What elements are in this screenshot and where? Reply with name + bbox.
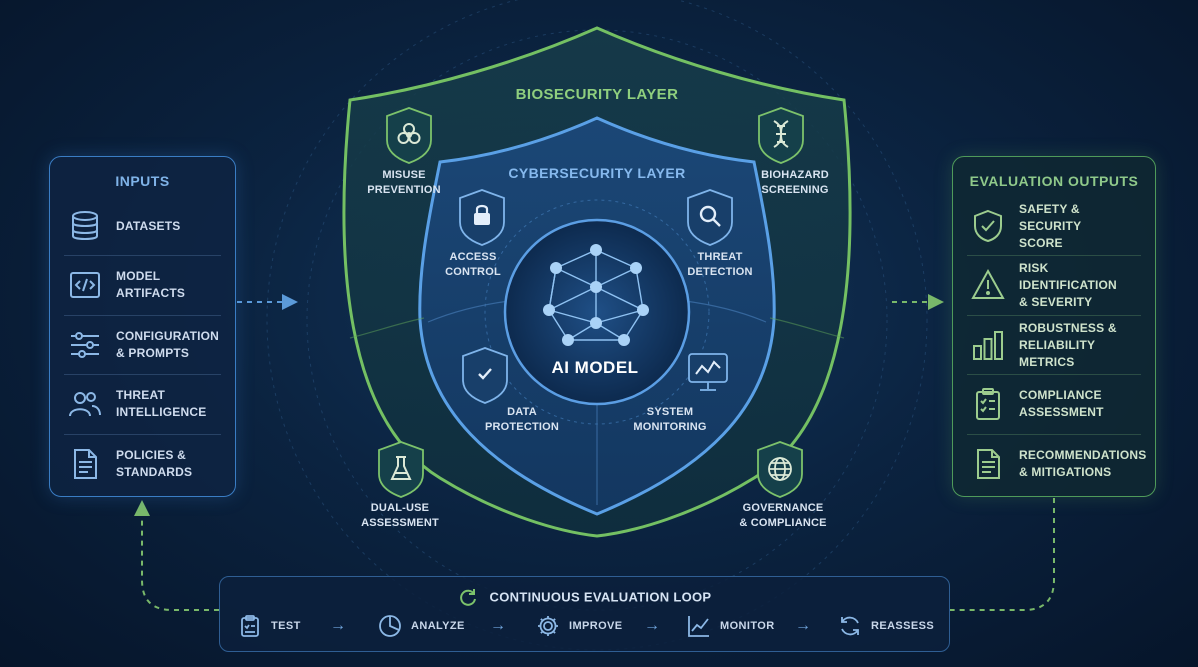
loop-arrow: →	[644, 617, 660, 634]
monitor-icon	[688, 353, 728, 391]
output-item-label: RISK IDENTIFICATION & SEVERITY	[1019, 260, 1117, 309]
clipboard-icon	[241, 615, 259, 637]
loop-title-row: CONTINUOUS EVALUATION LOOP	[220, 587, 949, 607]
input-item-policies[interactable]: POLICIES & STANDARDS	[64, 434, 221, 493]
lock-icon	[474, 204, 490, 225]
background-rings	[266, 0, 928, 651]
input-item-datasets[interactable]: DATASETS	[64, 197, 221, 255]
sliders-icon	[71, 332, 99, 358]
clipboard-icon	[976, 388, 1000, 420]
threat-detection-label: THREAT DETECTION	[687, 251, 753, 278]
data-protection-label: DATA PROTECTION	[484, 406, 560, 433]
cybersecurity-layer-title: CYBERSECURITY LAYER	[508, 165, 686, 181]
output-item-label: ROBUSTNESS & RELIABILITY METRICS	[1019, 320, 1117, 369]
loop-step-monitor[interactable]: MONITOR	[687, 613, 775, 639]
governance-compliance-label: GOVERNANCE & COMPLIANCE	[739, 502, 827, 529]
loop-step-label: MONITOR	[720, 620, 775, 632]
biohazard-icon	[397, 123, 421, 144]
access-control-label: ACCESS CONTROL	[445, 251, 501, 278]
biohazard-screening-label: BIOHAZARD SCREENING	[761, 169, 829, 196]
input-item-label: CONFIGURATION & PROMPTS	[116, 329, 220, 360]
pie-chart-icon	[379, 615, 401, 637]
loop-step-analyze[interactable]: ANALYZE	[378, 613, 465, 639]
gear-icon	[538, 616, 558, 636]
continuous-evaluation-loop: CONTINUOUS EVALUATION LOOP TEST → ANALYZ…	[219, 576, 950, 652]
loop-step-test[interactable]: TEST	[238, 613, 301, 639]
loop-arrow: →	[330, 617, 346, 634]
database-icon	[72, 211, 98, 240]
bar-chart-icon	[973, 331, 1003, 360]
input-item-label: MODEL ARTIFACTS	[116, 269, 186, 300]
neural-network-nodes	[543, 244, 649, 346]
flask-icon	[390, 456, 412, 480]
magnifier-icon	[699, 205, 721, 227]
loop-title: CONTINUOUS EVALUATION LOOP	[489, 589, 712, 605]
input-item-label: THREAT INTELLIGENCE	[116, 388, 207, 419]
output-item-safety-score[interactable]: SAFETY & SECURITY SCORE	[967, 197, 1141, 255]
input-item-configuration[interactable]: CONFIGURATION & PROMPTS	[64, 315, 221, 374]
loop-step-reassess[interactable]: REASSESS	[838, 613, 934, 639]
core-dashed-ring	[484, 199, 710, 425]
misuse-prevention-label: MISUSE PREVENTION	[367, 169, 441, 196]
biosecurity-layer-title: BIOSECURITY LAYER	[515, 86, 679, 103]
outputs-title: EVALUATION OUTPUTS	[969, 173, 1139, 189]
dna-icon	[773, 120, 789, 148]
loop-arrow: →	[490, 617, 506, 634]
inputs-title: INPUTS	[115, 173, 170, 189]
code-icon	[70, 272, 100, 298]
input-item-label: POLICIES & STANDARDS	[116, 448, 193, 479]
output-item-recommendations[interactable]: RECOMMENDATIONS & MITIGATIONS	[967, 434, 1146, 493]
output-item-label: COMPLIANCE ASSESSMENT	[1019, 388, 1104, 419]
loop-step-label: ANALYZE	[411, 620, 465, 632]
loop-step-improve[interactable]: IMPROVE	[536, 613, 623, 639]
system-monitoring-label: SYSTEM MONITORING	[633, 406, 707, 433]
shield-check-icon	[478, 368, 492, 380]
refresh-icon	[841, 616, 859, 636]
shield-check-icon	[974, 209, 1002, 243]
input-item-model-artifacts[interactable]: MODEL ARTIFACTS	[64, 255, 221, 314]
document-icon	[74, 449, 97, 479]
output-item-risk[interactable]: RISK IDENTIFICATION & SEVERITY	[967, 255, 1141, 314]
dual-use-assessment-label: DUAL-USE ASSESSMENT	[361, 502, 439, 529]
refresh-icon	[459, 589, 476, 606]
ai-model-title: AI MODEL	[551, 358, 639, 377]
output-item-label: SAFETY & SECURITY SCORE	[1019, 201, 1082, 250]
inputs-panel: INPUTS DATASETS MODEL ARTIFACTS CONFIGUR…	[49, 156, 236, 497]
connectors	[134, 294, 1055, 611]
output-item-robustness[interactable]: ROBUSTNESS & RELIABILITY METRICS	[967, 315, 1141, 374]
evaluation-outputs-panel: EVALUATION OUTPUTS SAFETY & SECURITY SCO…	[952, 156, 1156, 497]
loop-arrow: →	[795, 617, 811, 634]
output-item-label: RECOMMENDATIONS & MITIGATIONS	[1019, 448, 1147, 479]
loop-step-label: REASSESS	[871, 620, 935, 632]
users-icon	[69, 392, 101, 417]
globe-icon	[768, 457, 792, 481]
output-item-compliance[interactable]: COMPLIANCE ASSESSMENT	[967, 374, 1141, 433]
loop-step-label: IMPROVE	[569, 620, 623, 632]
document-icon	[977, 449, 1000, 479]
loop-step-label: TEST	[271, 620, 301, 632]
outer-dividers	[349, 317, 845, 339]
warning-icon	[971, 268, 1005, 299]
input-item-threat-intelligence[interactable]: THREAT INTELLIGENCE	[64, 374, 221, 433]
input-item-label: DATASETS	[116, 218, 181, 233]
line-chart-icon	[688, 616, 709, 637]
